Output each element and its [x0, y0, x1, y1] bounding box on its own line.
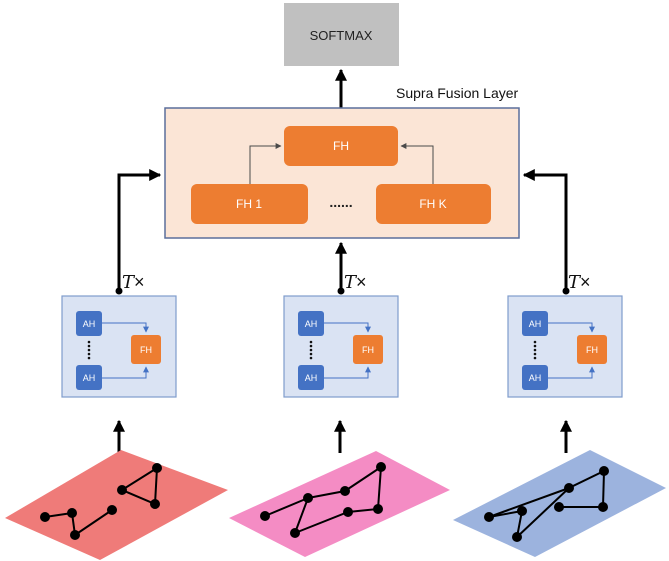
fusion-ellipsis: ......: [329, 194, 352, 210]
dot: [309, 352, 313, 356]
dot: [87, 356, 91, 360]
fusion-head-small: [577, 335, 607, 364]
dot: [87, 352, 91, 356]
supra-fusion-layer: FH FH 1 FH K ......: [164, 107, 520, 239]
dot: [533, 344, 537, 348]
dot: [533, 348, 537, 352]
attention-head-bottom: [76, 365, 102, 390]
fusion-layer-title: Supra Fusion Layer: [396, 85, 519, 101]
fusion-head-1-label: FH 1: [236, 197, 262, 211]
graph-layer-pink: [229, 451, 450, 557]
fusion-head-top: [284, 126, 398, 166]
dot: [87, 340, 91, 344]
repeat-symbol: ×: [580, 272, 591, 292]
attention-head-bottom-label: AH: [305, 373, 318, 383]
attention-head-bottom-label: AH: [529, 373, 542, 383]
attention-head-top: [522, 311, 548, 336]
fusion-head-small: [353, 335, 383, 364]
dot: [87, 344, 91, 348]
repeat-symbol: ×: [134, 272, 145, 292]
attention-head-bottom: [298, 365, 324, 390]
dot: [309, 356, 313, 360]
fusion-head-small-label: FH: [140, 345, 152, 355]
fusion-head-k-label: FH K: [419, 197, 446, 211]
attention-head-top-label: AH: [529, 319, 542, 329]
fusion-head-top-label: FH: [333, 139, 349, 153]
dot: [309, 344, 313, 348]
arrow-fh1-to-fh: [249, 143, 282, 184]
softmax-label: SOFTMAX: [310, 28, 373, 43]
fusion-head-small: [131, 335, 161, 364]
attention-head-bottom-label: AH: [83, 373, 96, 383]
repeat-label: T: [344, 272, 358, 293]
dot: [533, 352, 537, 356]
fusion-head-small-label: FH: [362, 345, 374, 355]
attention-head-top: [76, 311, 102, 336]
dot: [87, 348, 91, 352]
encoder-block: AH AH FH T×: [283, 272, 399, 398]
dot: [309, 348, 313, 352]
fusion-head-1: [191, 184, 308, 224]
softmax-box: SOFTMAX: [284, 3, 399, 66]
fusion-head-small-label: FH: [586, 345, 598, 355]
graph-layer-red: [5, 450, 228, 560]
dot: [533, 340, 537, 344]
encoder-block: AH AH FH T×: [61, 272, 177, 398]
encoder-block: AH AH FH T×: [507, 272, 623, 398]
repeat-symbol: ×: [356, 272, 367, 292]
dot: [533, 356, 537, 360]
attention-head-top-label: AH: [83, 319, 96, 329]
graph-to-block-arrows: [113, 419, 572, 453]
attention-head-top: [298, 311, 324, 336]
repeat-label: T: [568, 272, 582, 293]
block-connectors: [115, 169, 570, 295]
graph-layer-blue: [453, 450, 666, 557]
dot: [309, 340, 313, 344]
arrow-fhk-to-fh: [400, 143, 434, 184]
fusion-head-k: [376, 184, 491, 224]
repeat-label: T: [122, 272, 136, 293]
attention-head-top-label: AH: [305, 319, 318, 329]
attention-head-bottom: [522, 365, 548, 390]
